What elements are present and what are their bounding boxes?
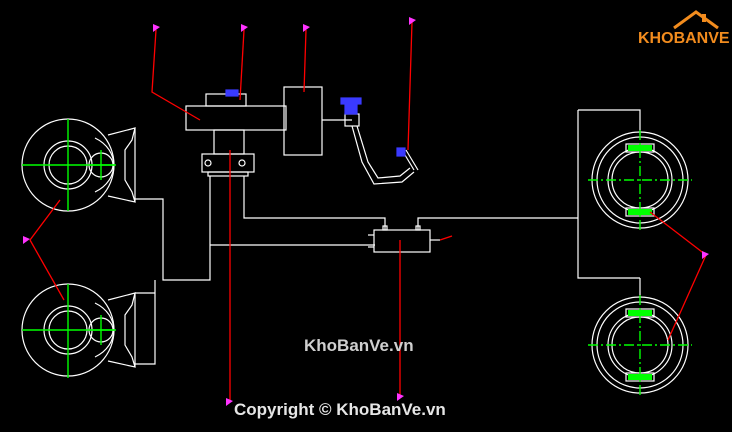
logo-text-part1: KHO — [638, 30, 674, 47]
centerlines — [22, 119, 692, 395]
leader-lines — [29, 21, 707, 400]
logo-text-part2: BANVE — [673, 30, 730, 47]
khobanve-logo: KHOBANVE — [634, 8, 730, 56]
proportioning-valve — [368, 225, 440, 253]
house-roof-icon — [673, 10, 719, 30]
brake-pedal — [340, 97, 419, 185]
copyright-watermark: Copyright © KhoBanVe.vn — [234, 400, 446, 419]
watermark-center: KhoBanVe.vn — [304, 336, 414, 355]
left-brake-lines — [135, 176, 375, 365]
master-cylinder — [185, 86, 352, 177]
right-axle-frame — [577, 109, 641, 298]
rear-brake-lines — [243, 176, 578, 230]
logo-text: KHOBANVE — [638, 30, 730, 48]
leader-markers — [23, 17, 709, 406]
